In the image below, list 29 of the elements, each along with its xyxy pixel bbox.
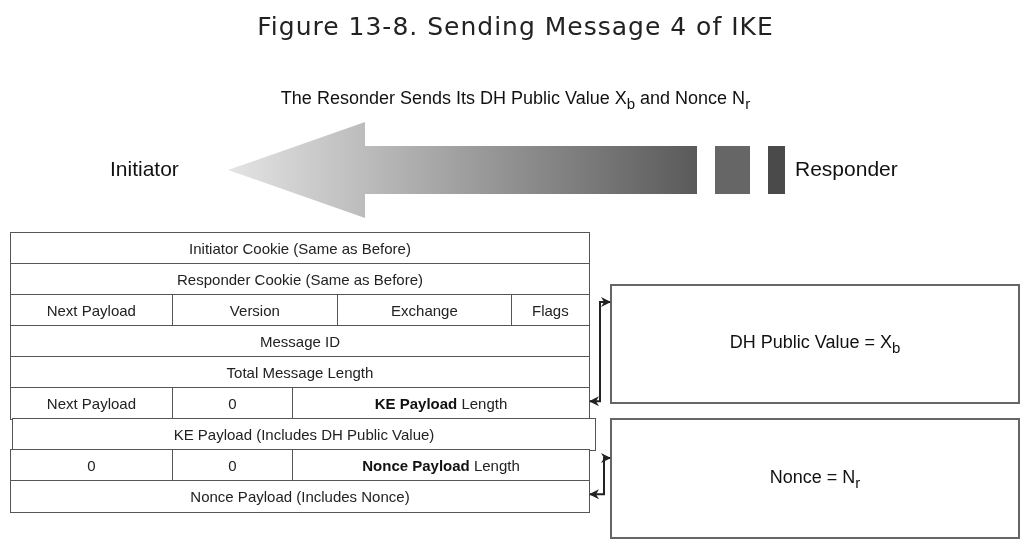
direction-block-arrow xyxy=(228,122,697,218)
table-cell-text: KE Payload (Includes DH Public Value) xyxy=(172,424,436,445)
packet-row xyxy=(10,356,590,389)
packet-row xyxy=(12,418,596,451)
packet-row xyxy=(10,325,590,358)
table-cell-text: 0 xyxy=(86,455,97,476)
table-cell-text: Nonce Payload (Includes Nonce) xyxy=(189,486,411,507)
packet-row xyxy=(10,480,590,513)
connector-arrow xyxy=(589,453,611,500)
connector-arrow xyxy=(589,297,611,407)
packet-row xyxy=(10,294,590,327)
party-label: Initiator xyxy=(110,157,179,181)
value-text: DH Public Value = X$_{b}$ xyxy=(729,332,901,356)
value-box xyxy=(610,418,1020,539)
table-cell-text: Responder Cookie (Same as Before) xyxy=(176,269,424,290)
packet-row xyxy=(10,263,590,296)
table-cell-text: Message ID xyxy=(258,331,341,352)
packet-row xyxy=(10,387,590,420)
packet-row xyxy=(10,232,590,265)
figure-title: Figure 13-8. Sending Message 4 of IKE xyxy=(257,12,774,41)
table-cell-text: Total Message Length xyxy=(225,362,375,383)
table-cell-text: Initiator Cookie (Same as Before) xyxy=(188,238,412,259)
party-label: Responder xyxy=(795,157,898,181)
subtitle-text: The Resonder Sends Its DH Public Value X$_{b}$ and Nonce N$_{r}$ xyxy=(280,88,751,112)
value-text: Nonce = N$_{r}$ xyxy=(769,466,861,491)
value-box xyxy=(610,284,1020,404)
table-cell-text: Next Payload xyxy=(45,393,138,414)
table-cell-text: Next Payload xyxy=(45,300,137,321)
packet-row xyxy=(10,449,590,482)
